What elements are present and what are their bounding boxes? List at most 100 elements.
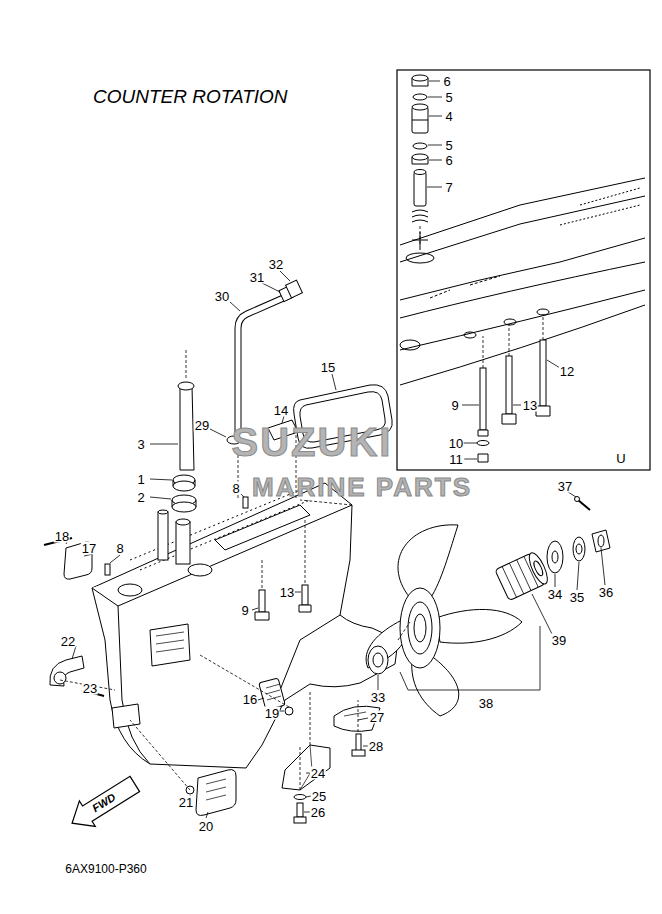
water-tube-shape (286, 280, 303, 298)
leader-lines-shape (66, 494, 244, 563)
water-inlet-tube-shape (178, 382, 194, 390)
inset-panel-shape (504, 319, 516, 325)
callout-number: 16 (242, 693, 258, 706)
diagram-title: COUNTER ROTATION (93, 87, 288, 106)
callout-number: 31 (249, 271, 265, 284)
inset-leader-lines-shape (427, 81, 442, 187)
inset-leader-lines-shape (483, 314, 543, 368)
inset-panel-shape (400, 262, 645, 318)
callout-number: 20 (198, 820, 214, 833)
leader-lines-shape (150, 444, 178, 499)
propeller-shape (495, 550, 551, 600)
callout-number: 13 (522, 399, 538, 412)
inset-bolts (477, 340, 550, 462)
water-pump-base-shape (176, 522, 190, 564)
water-pump-base (118, 505, 310, 596)
inset-parts-shape (412, 75, 428, 81)
callout-number: 9 (240, 604, 249, 617)
callout-number: 37 (557, 480, 573, 493)
propeller-shape (573, 537, 585, 561)
callout-number: 35 (569, 591, 585, 604)
inset-parts-shape (414, 170, 426, 175)
dowel-pins (105, 497, 248, 575)
inset-panel (397, 70, 650, 470)
anodes-shape (196, 770, 236, 816)
callout-number: 36 (598, 586, 614, 599)
inset-leader-lines-shape (420, 226, 421, 246)
callout-number: 21 (178, 796, 194, 809)
callout-number: 30 (214, 290, 230, 303)
callout-number: 25 (311, 790, 327, 803)
callout-number: 19 (264, 707, 280, 720)
housing-bolts-shape (255, 612, 269, 620)
leader-lines (66, 271, 605, 818)
callout-number: 32 (268, 258, 284, 271)
propeller-shape (575, 497, 580, 502)
callout-number: 39 (551, 634, 567, 647)
inset-parts-shape (412, 107, 428, 133)
assembly-guide-lines (60, 350, 410, 790)
inset-panel-shape (400, 178, 645, 245)
inset-bolts-shape (540, 340, 546, 406)
trim-tab-shape (352, 750, 365, 756)
trim-tab-shape (294, 817, 306, 823)
inset-parts-shape (412, 210, 428, 222)
water-pump-base-shape (215, 505, 310, 550)
callout-number: 5 (444, 91, 453, 104)
callout-number: 24 (310, 767, 326, 780)
lower-case-housing-shape (130, 490, 310, 570)
callout-number: 33 (370, 691, 386, 704)
inset-panel-shape (406, 253, 434, 263)
propeller-shape (552, 551, 558, 563)
inset-panel-shape (400, 340, 420, 350)
water-inlet-tube (172, 382, 196, 512)
callout-number: 10 (448, 437, 464, 450)
callout-number: 8 (115, 542, 124, 555)
callout-number: 15 (320, 361, 336, 374)
inset-parts-shape (412, 154, 428, 160)
callout-number: 9 (450, 399, 459, 412)
lower-case-housing-shape (112, 704, 140, 728)
leader-lines-shape (532, 492, 605, 634)
water-pump-base-shape (188, 564, 212, 576)
leader-lines-shape (304, 718, 368, 812)
inset-panel-shape (400, 290, 645, 350)
inset-leader-lines (420, 81, 560, 459)
inset-panel-shape (430, 276, 500, 298)
propeller-shape (373, 653, 383, 667)
dowel-pins-shape (105, 564, 110, 575)
leader-lines-shape (72, 592, 301, 692)
inset-panel-shape (400, 196, 645, 262)
callout-number: 38 (478, 697, 494, 710)
inset-bolts-shape (478, 430, 488, 436)
callout-number: 3 (136, 438, 145, 451)
water-pump-base-shape (158, 512, 168, 560)
inset-bolts-shape (478, 454, 488, 462)
anodes-shape (259, 678, 286, 710)
trim-tab-shape (297, 803, 303, 817)
anodes-shape (54, 672, 66, 684)
water-inlet-tube-shape (180, 384, 194, 470)
callout-number: 34 (547, 588, 563, 601)
housing-bolts-shape (302, 585, 308, 605)
forward-arrow (64, 771, 143, 836)
water-pump-base-shape (176, 519, 190, 525)
callout-number: 27 (369, 711, 385, 724)
water-tube (227, 280, 302, 444)
callout-number: 22 (60, 635, 76, 648)
trim-tab-shape (356, 734, 361, 752)
inset-parts-shape (413, 94, 427, 100)
lower-case-housing-shape (92, 505, 352, 606)
inset-bolts-shape (502, 414, 516, 424)
trim-tab-shape (282, 745, 330, 790)
callout-number: 4 (444, 110, 453, 123)
anodes-shape (285, 707, 293, 715)
housing-bolts-shape (259, 590, 265, 612)
lower-case-housing (92, 483, 398, 768)
water-pump-base-shape (158, 510, 168, 514)
inset-panel-shape (400, 238, 645, 300)
propeller-shape (578, 500, 590, 510)
propeller-shape (598, 535, 604, 547)
inset-parts-shape (414, 172, 426, 206)
